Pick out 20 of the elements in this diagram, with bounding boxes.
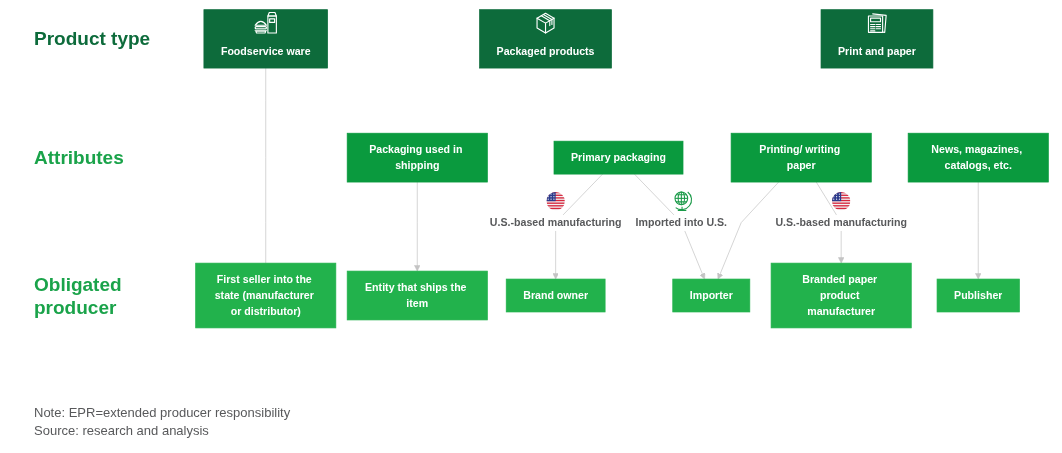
edge-label: U.S.-based manufacturing (775, 216, 907, 229)
edge-label: U.S.-based manufacturing (489, 216, 622, 229)
node-box: Brand owner (505, 278, 606, 313)
row-label: Product type (34, 27, 152, 50)
note-text: Note: EPR=extended producer responsibility (34, 404, 291, 421)
node-box: Entity that ships the item (346, 270, 488, 321)
node-box: First seller into the state (manufacturer or distributor) (195, 262, 337, 329)
row-label: Obligated producer (34, 273, 123, 319)
node-box: Packaging used in shipping (346, 132, 488, 183)
connector (265, 67, 267, 264)
node-box: Printing/ writing paper (730, 132, 872, 183)
node-box: Publisher (936, 278, 1020, 313)
node-box: Branded paper product manufacturer (770, 262, 912, 329)
node-box: News, magazines, catalogs, etc. (907, 132, 1049, 183)
node-box: Importer (672, 278, 751, 313)
node-box: Primary packaging (553, 140, 684, 175)
edge-label: Imported into U.S. (635, 216, 728, 229)
node-box: Print and paper (820, 9, 934, 69)
row-label: Attributes (34, 146, 125, 169)
source-text: Source: research and analysis (34, 422, 209, 439)
